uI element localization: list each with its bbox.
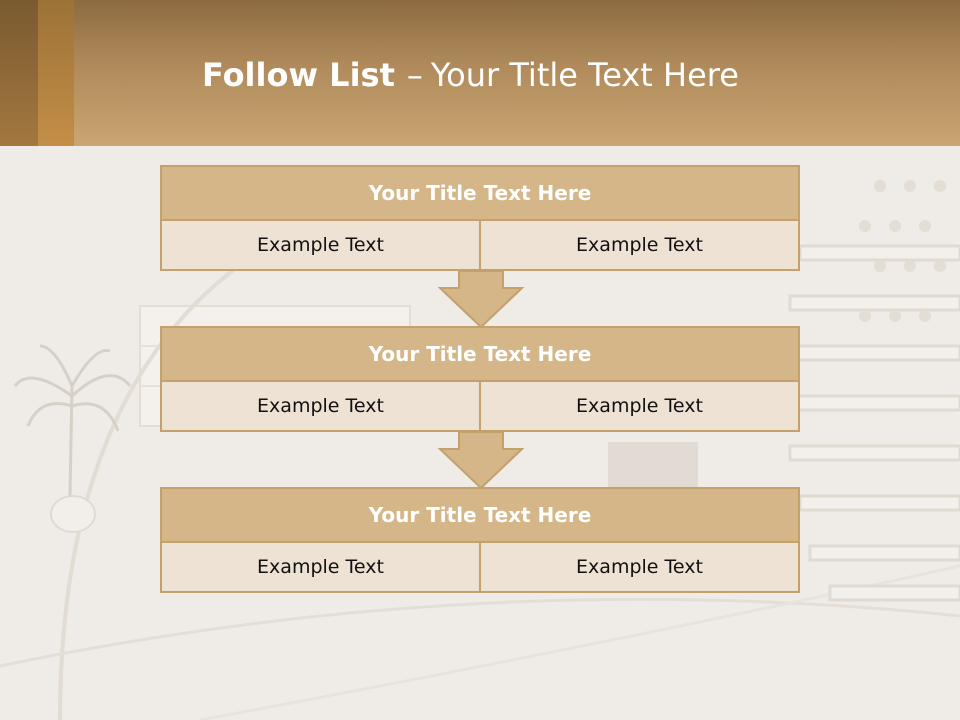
slide-title-rest: Your Title Text Here	[430, 56, 739, 94]
block-title: Your Title Text Here	[160, 165, 800, 221]
block-cell: Example Text	[481, 543, 800, 593]
follow-list-block: Your Title Text Here Example Text Exampl…	[160, 487, 800, 593]
block-cell: Example Text	[481, 221, 800, 271]
slide-title-separator: –	[406, 56, 423, 94]
down-arrow-icon	[438, 431, 524, 489]
block-cell: Example Text	[160, 221, 481, 271]
block-cell: Example Text	[160, 382, 481, 432]
header-accent-bar	[38, 0, 74, 146]
header-accent-bar	[0, 0, 38, 146]
block-title: Your Title Text Here	[160, 487, 800, 543]
block-row: Example Text Example Text	[160, 382, 800, 432]
block-row: Example Text Example Text	[160, 221, 800, 271]
header-band: Follow List–Your Title Text Here	[0, 0, 960, 146]
follow-list-block: Your Title Text Here Example Text Exampl…	[160, 165, 800, 271]
block-title: Your Title Text Here	[160, 326, 800, 382]
slide-title: Follow List–Your Title Text Here	[202, 56, 739, 96]
block-cell: Example Text	[481, 382, 800, 432]
follow-list-block: Your Title Text Here Example Text Exampl…	[160, 326, 800, 432]
down-arrow-icon	[438, 270, 524, 328]
slide-title-bold: Follow List	[202, 56, 395, 94]
block-cell: Example Text	[160, 543, 481, 593]
block-row: Example Text Example Text	[160, 543, 800, 593]
